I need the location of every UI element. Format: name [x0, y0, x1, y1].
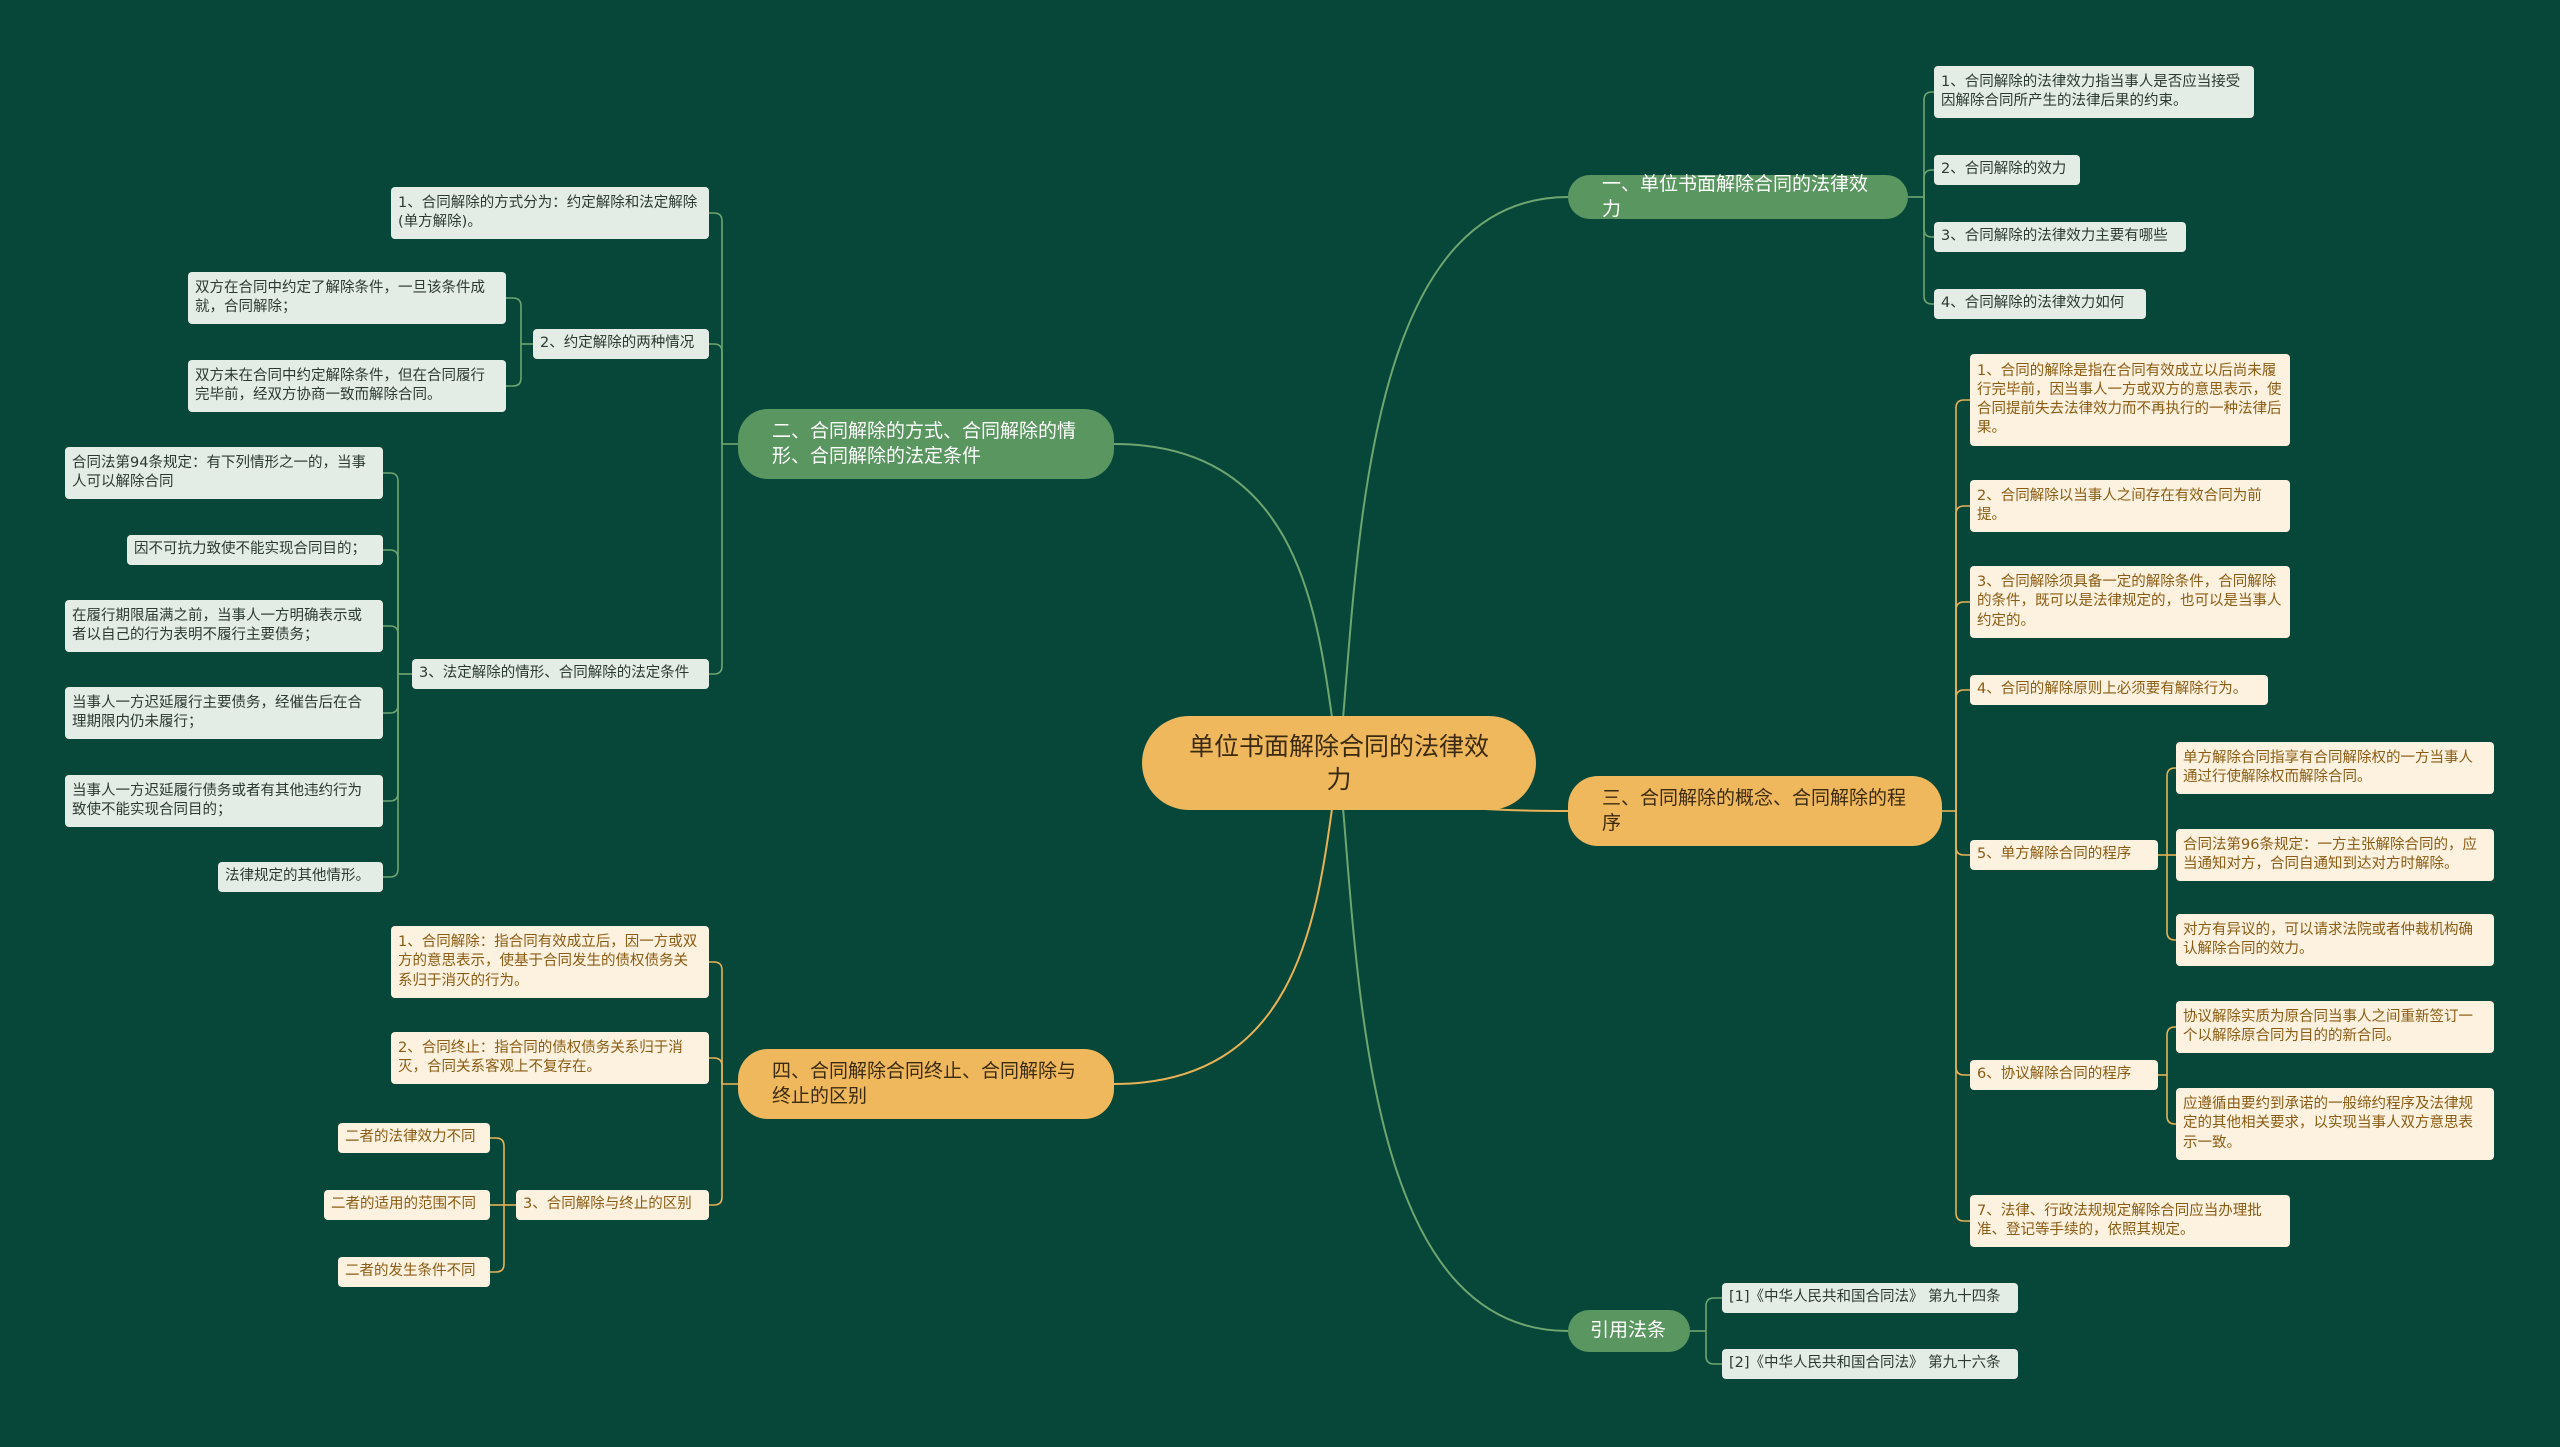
b4-leaf-dissolution[interactable]: 1、合同解除：指合同有效成立后，因一方或双方的意思表示，使基于合同发生的债权债务… [391, 926, 709, 998]
b3-agreement-leaf-2[interactable]: 应遵循由要约到承诺的一般缔约程序及法律规定的其他相关要求，以实现当事人双方意思表… [2176, 1088, 2494, 1160]
link-root-branch-cited-articles [1338, 762, 1569, 1332]
b2-statutory-leaf-1[interactable]: 合同法第94条规定：有下列情形之一的，当事人可以解除合同 [65, 447, 383, 499]
link-b3-unilateral-procedure [1955, 811, 1970, 856]
branch-cited-articles[interactable]: 引用法条 [1568, 1310, 1690, 1352]
b5-article-94[interactable]: [1]《中华人民共和国合同法》 第九十四条 [1722, 1283, 2018, 1313]
link-b3-leaf-3 [1955, 601, 1970, 811]
b3-unilateral-leaf-1[interactable]: 单方解除合同指享有合同解除权的一方当事人通过行使解除权而解除合同。 [2176, 742, 2494, 794]
b2-agreed-dissolution[interactable]: 2、约定解除的两种情况 [533, 329, 709, 359]
b2-leaf-methods[interactable]: 1、合同解除的方式分为：约定解除和法定解除(单方解除)。 [391, 187, 709, 239]
link-b2-statutory-leaf-5 [383, 674, 399, 802]
b2-statutory-leaf-2[interactable]: 因不可抗力致使不能实现合同目的； [127, 535, 383, 565]
link-b2-statutory-leaf-2 [383, 549, 399, 674]
link-b3-unilateral-leaf-3 [2166, 855, 2176, 941]
link-b3-leaf-7 [1955, 811, 1970, 1222]
branch-dissolution-vs-termination[interactable]: 四、合同解除合同终止、合同解除与终止的区别 [738, 1049, 1114, 1119]
branch-dissolution-methods[interactable]: 二、合同解除的方式、合同解除的情形、合同解除的法定条件 [738, 409, 1114, 479]
b5-article-96[interactable]: [2]《中华人民共和国合同法》 第九十六条 [1722, 1349, 2018, 1379]
link-b4-leaf-dissolution [709, 961, 723, 1084]
link-b2-leaf-methods [709, 212, 723, 444]
link-b2-statutory-leaf-1 [383, 472, 399, 674]
b3-unilateral-leaf-3[interactable]: 对方有异议的，可以请求法院或者仲裁机构确认解除合同的效力。 [2176, 914, 2494, 966]
link-b3-agreement-procedure [1955, 811, 1970, 1076]
link-b3-leaf-4 [1955, 689, 1970, 811]
b1-leaf-2[interactable]: 2、合同解除的效力 [1934, 155, 2080, 185]
b3-leaf-1[interactable]: 1、合同的解除是指在合同有效成立以后尚未履行完毕前，因当事人一方或双方的意思表示… [1970, 354, 2290, 446]
link-b4-leaf-termination [709, 1057, 723, 1084]
link-b5-article-94 [1705, 1297, 1722, 1331]
link-b1-leaf-4 [1923, 197, 1934, 305]
link-b4-differences [709, 1084, 723, 1206]
b2-statutory-leaf-6[interactable]: 法律规定的其他情形。 [218, 862, 383, 892]
link-b3-leaf-1 [1955, 399, 1970, 811]
link-b2-agreed-leaf-1 [506, 297, 522, 344]
link-b1-leaf-2 [1923, 169, 1934, 197]
b3-leaf-4[interactable]: 4、合同的解除原则上必须要有解除行为。 [1970, 675, 2268, 705]
link-b2-statutory-leaf-4 [383, 674, 399, 714]
b2-statutory-leaf-5[interactable]: 当事人一方迟延履行债务或者有其他违约行为致使不能实现合同目的； [65, 775, 383, 827]
b1-leaf-1[interactable]: 1、合同解除的法律效力指当事人是否应当接受因解除合同所产生的法律后果的约束。 [1934, 66, 2254, 118]
link-b3-leaf-2 [1955, 505, 1970, 811]
link-b1-leaf-1 [1923, 91, 1934, 197]
link-b2-agreed-leaf-2 [506, 344, 522, 387]
link-b1-leaf-3 [1923, 197, 1934, 238]
link-b2-statutory-dissolution [709, 444, 723, 675]
link-b2-agreed-dissolution [709, 343, 723, 444]
link-b2-statutory-leaf-3 [383, 625, 399, 674]
b4-diff-leaf-1[interactable]: 二者的法律效力不同 [338, 1123, 490, 1153]
link-root-branch-dissolution-vs-termination [1113, 762, 1340, 1085]
link-b3-unilateral-leaf-1 [2166, 767, 2176, 855]
b3-agreement-procedure[interactable]: 6、协议解除合同的程序 [1970, 1060, 2158, 1090]
b4-diff-leaf-2[interactable]: 二者的适用的范围不同 [324, 1190, 490, 1220]
link-b5-article-96 [1705, 1331, 1722, 1365]
b3-agreement-leaf-1[interactable]: 协议解除实质为原合同当事人之间重新签订一个以解除原合同为目的的新合同。 [2176, 1001, 2494, 1053]
b3-leaf-3[interactable]: 3、合同解除须具备一定的解除条件，合同解除的条件，既可以是法律规定的，也可以是当… [1970, 566, 2290, 638]
b2-agreed-leaf-1[interactable]: 双方在合同中约定了解除条件，一旦该条件成就，合同解除； [188, 272, 506, 324]
b4-differences[interactable]: 3、合同解除与终止的区别 [516, 1190, 709, 1220]
b2-statutory-dissolution[interactable]: 3、法定解除的情形、合同解除的法定条件 [412, 659, 709, 689]
branch-concept-procedure[interactable]: 三、合同解除的概念、合同解除的程序 [1568, 776, 1942, 846]
b2-statutory-leaf-4[interactable]: 当事人一方迟延履行主要债务，经催告后在合理期限内仍未履行； [65, 687, 383, 739]
link-b4-diff-leaf-3 [490, 1205, 505, 1273]
link-root-branch-dissolution-methods [1113, 443, 1340, 764]
branch-legal-effect[interactable]: 一、单位书面解除合同的法律效力 [1568, 173, 1908, 220]
b2-statutory-leaf-3[interactable]: 在履行期限届满之前，当事人一方明确表示或者以自己的行为表明不履行主要债务； [65, 600, 383, 652]
b2-agreed-leaf-2[interactable]: 双方未在合同中约定解除条件，但在合同履行完毕前，经双方协商一致而解除合同。 [188, 360, 506, 412]
link-b3-agreement-leaf-1 [2166, 1026, 2176, 1075]
b3-unilateral-procedure[interactable]: 5、单方解除合同的程序 [1970, 840, 2158, 870]
link-b4-diff-leaf-1 [490, 1137, 505, 1205]
b1-leaf-4[interactable]: 4、合同解除的法律效力如何 [1934, 289, 2146, 319]
link-b3-agreement-leaf-2 [2166, 1075, 2176, 1125]
b3-unilateral-leaf-2[interactable]: 合同法第96条规定：一方主张解除合同的，应当通知对方，合同自通知到达对方时解除。 [2176, 829, 2494, 881]
b4-leaf-termination[interactable]: 2、合同终止：指合同的债权债务关系归于消灭，合同关系客观上不复存在。 [391, 1032, 709, 1084]
link-b2-statutory-leaf-6 [383, 674, 399, 878]
b3-leaf-2[interactable]: 2、合同解除以当事人之间存在有效合同为前提。 [1970, 480, 2290, 532]
b1-leaf-3[interactable]: 3、合同解除的法律效力主要有哪些 [1934, 222, 2186, 252]
link-root-branch-legal-effect [1338, 196, 1569, 764]
b4-diff-leaf-3[interactable]: 二者的发生条件不同 [338, 1257, 490, 1287]
b3-leaf-7[interactable]: 7、法律、行政法规规定解除合同应当办理批准、登记等手续的，依照其规定。 [1970, 1195, 2290, 1247]
root-topic[interactable]: 单位书面解除合同的法律效力 [1142, 716, 1536, 810]
